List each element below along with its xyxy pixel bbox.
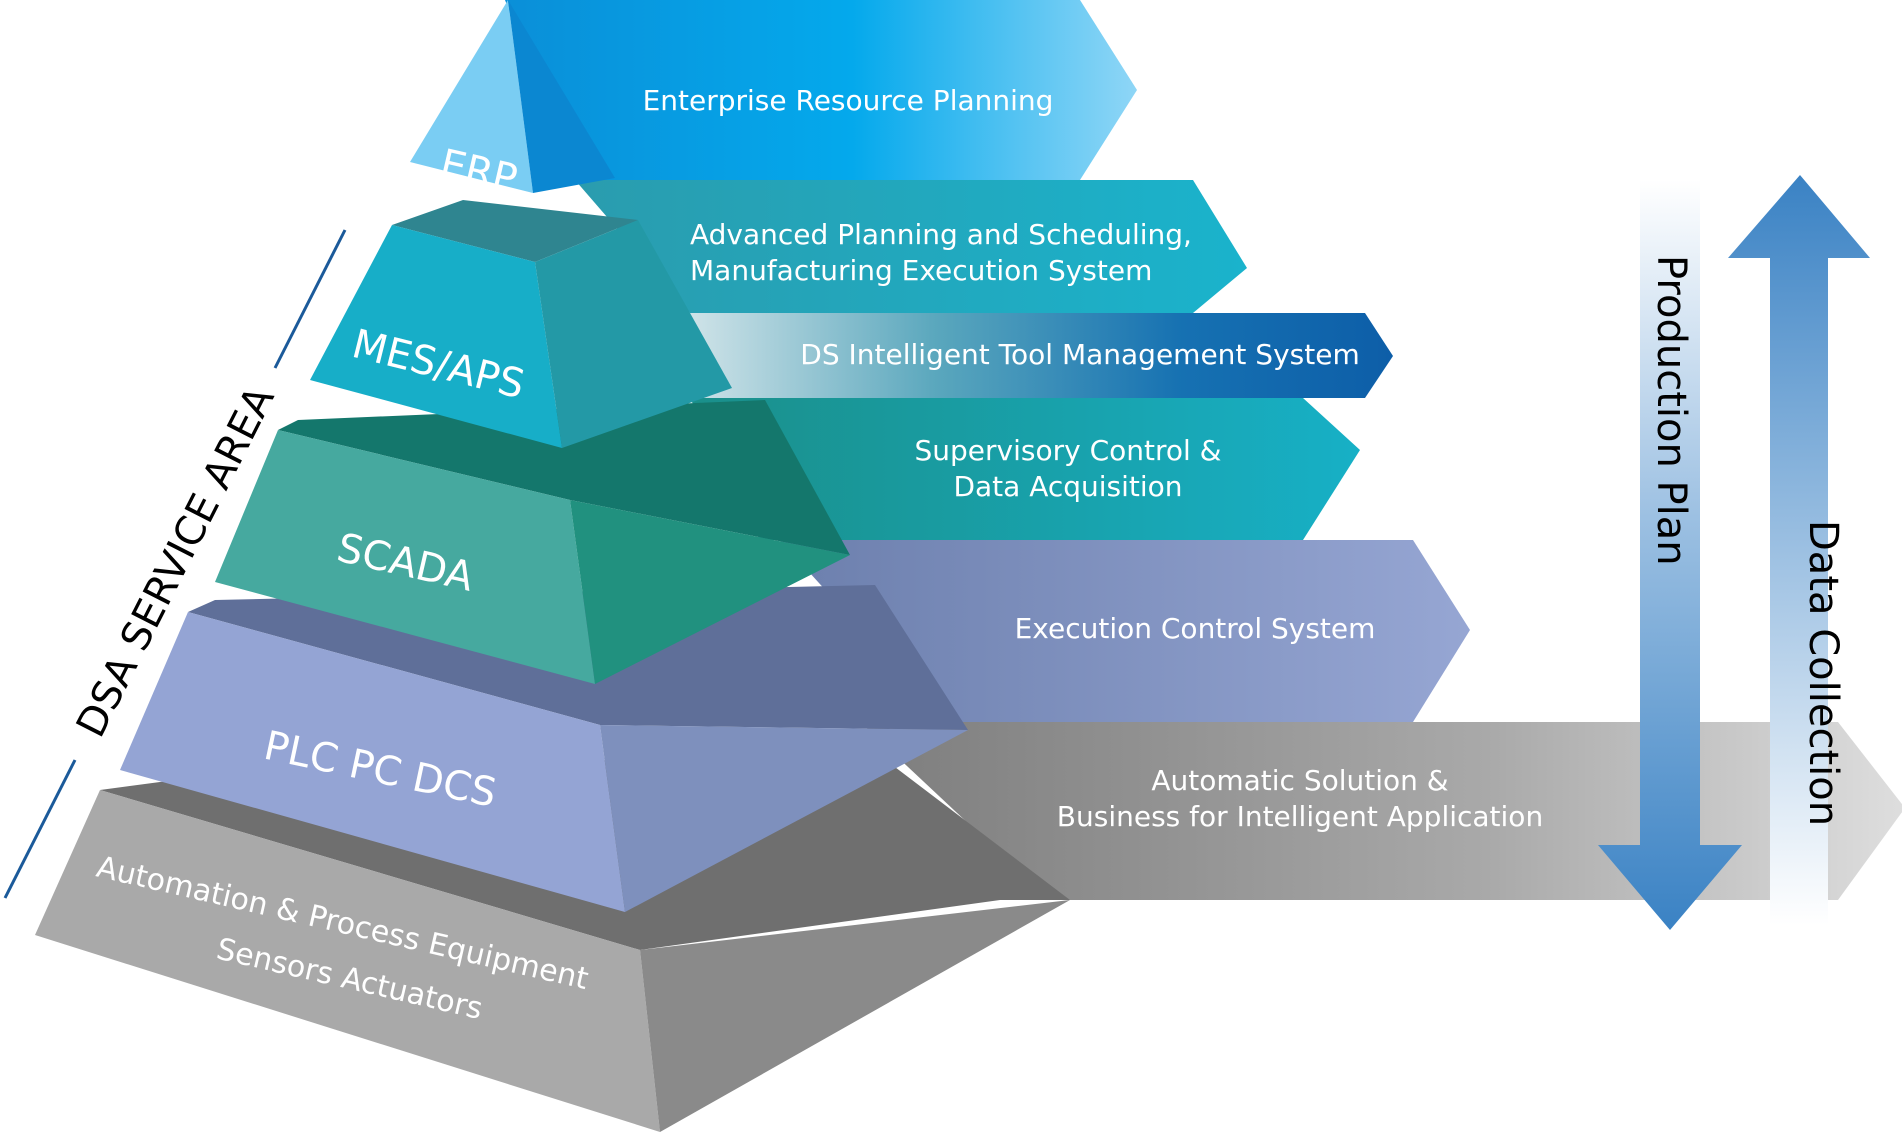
banner-text: DS Intelligent Tool Management System — [800, 338, 1359, 371]
banner-execution-control-system: Execution Control System — [780, 540, 1470, 722]
banner-text: Execution Control System — [1015, 612, 1376, 645]
banner-text: Data Acquisition — [953, 470, 1182, 503]
banner-text: Manufacturing Execution System — [690, 254, 1152, 287]
banner-text: Supervisory Control & — [914, 434, 1221, 467]
banner-text: Business for Intelligent Application — [1057, 800, 1543, 833]
banner-supervisory-control: Supervisory Control & Data Acquisition — [690, 398, 1360, 540]
production-plan-label: Production Plan — [1648, 255, 1694, 566]
data-collection-label: Data Collection — [1800, 520, 1846, 826]
banner-text: Advanced Planning and Scheduling, — [690, 218, 1192, 251]
tier-erp — [410, 0, 615, 193]
banner-text: Automatic Solution & — [1151, 764, 1448, 797]
banner-advanced-planning: Advanced Planning and Scheduling, Manufa… — [575, 180, 1247, 313]
banner-ds-intelligent-tool: DS Intelligent Tool Management System — [690, 313, 1393, 398]
tier-scada — [215, 400, 850, 684]
banner-enterprise-resource-planning: Enterprise Resource Planning — [505, 0, 1137, 180]
tier-mes-aps — [310, 200, 732, 448]
banner-text: Enterprise Resource Planning — [643, 84, 1054, 117]
production-plan-arrow: Production Plan — [1598, 180, 1742, 930]
data-collection-arrow: Data Collection — [1728, 175, 1870, 925]
